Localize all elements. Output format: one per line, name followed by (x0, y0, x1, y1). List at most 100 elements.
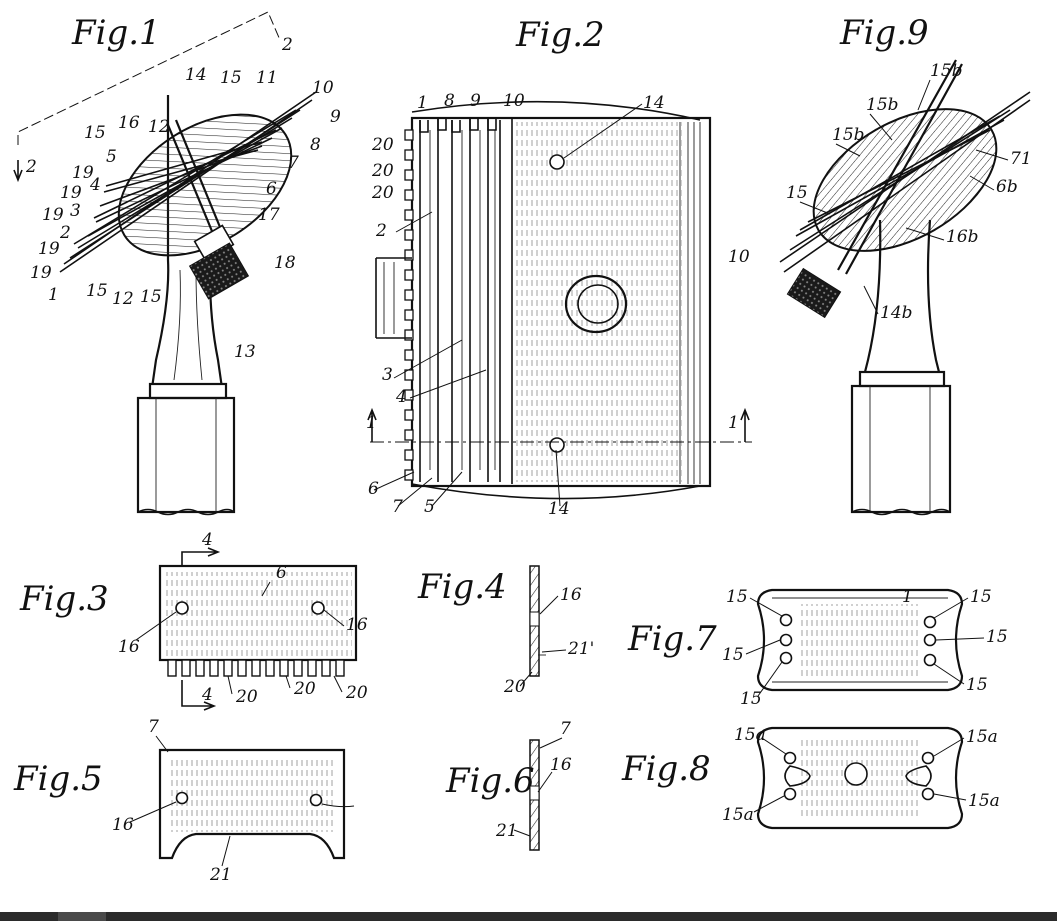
reference-numeral: 17 (258, 205, 280, 225)
fig2-teeth (404, 129, 414, 481)
reference-numeral: 9 (470, 91, 481, 111)
fig7-labels: 15 1 15 15 15 15 15 (722, 587, 1008, 709)
fig1-knob (188, 242, 250, 300)
bottom-bar-tab[interactable] (58, 912, 106, 921)
fig9-labels: 15b 15b 15b 15 71 6b 16b 14b (786, 61, 1032, 323)
fig2-title: Fig.2 (515, 15, 605, 55)
reference-numeral: 7 (392, 497, 403, 517)
reference-numeral: 5 (424, 497, 435, 517)
reference-numeral: 14 (548, 499, 570, 519)
reference-numeral: 19 (42, 205, 64, 225)
reference-numeral: 15 (220, 68, 242, 88)
reference-numeral: 15 (740, 689, 762, 709)
reference-numeral: 1 (728, 413, 739, 433)
reference-numeral: 11 (256, 68, 278, 88)
reference-numeral: 16b (946, 227, 979, 247)
fig1-section-mark: 2 (281, 35, 293, 55)
reference-numeral: 5 (106, 147, 117, 167)
fig7-title: Fig.7 (627, 619, 717, 659)
reference-numeral: 16 (118, 637, 140, 657)
reference-numeral: 19 (30, 263, 52, 283)
fig7-blade (756, 588, 964, 692)
reference-numeral: 18 (274, 253, 296, 273)
reference-numeral: 16 (560, 585, 582, 605)
reference-numeral: 14b (880, 303, 913, 323)
reference-numeral: 15a (722, 805, 754, 825)
reference-numeral: 2 (375, 221, 387, 241)
reference-numeral: 71 (1010, 149, 1032, 169)
reference-numeral: 1 (366, 413, 377, 433)
reference-numeral: 15b (866, 95, 899, 115)
fig8-blade (756, 726, 964, 830)
reference-numeral: 19 (72, 163, 94, 183)
figure-1: Fig.1 2 2 14 15 11 (13, 11, 341, 516)
fig2-body (410, 116, 712, 488)
reference-numeral: 15a (968, 791, 1000, 811)
reference-numeral: 21 (209, 865, 232, 885)
fig8-labels: 15a 15a 15a 15a (722, 725, 1000, 825)
fig9-knob (786, 267, 842, 319)
reference-numeral: 19 (60, 183, 82, 203)
fig3-title: Fig.3 (19, 579, 109, 619)
reference-numeral: 13 (234, 342, 256, 362)
reference-numeral: 6 (368, 479, 379, 499)
figure-5: Fig.5 7 16 21 (13, 717, 355, 885)
reference-numeral: 6b (996, 177, 1018, 197)
figure-9: Fig.9 15b 15b 15b 15 71 6b 16b 14b (779, 13, 1032, 516)
fig1-collar (148, 382, 228, 400)
fig1-title: Fig.1 (71, 13, 161, 53)
reference-numeral: 8 (444, 91, 455, 111)
reference-numeral: 6 (266, 179, 277, 199)
fig5-plate (158, 748, 346, 860)
reference-numeral: 16 (112, 815, 134, 835)
figure-3: Fig.3 4 6 16 16 4 20 20 20 (19, 530, 368, 711)
reference-numeral: 4 (201, 530, 213, 550)
reference-numeral: 7 (148, 717, 159, 737)
reference-numeral: 7 (288, 153, 299, 173)
reference-numeral: 20 (371, 161, 394, 181)
reference-numeral: 15a (734, 725, 766, 745)
reference-numeral: 15 (986, 627, 1008, 647)
figure-6: Fig.6 7 16 21 (445, 719, 572, 851)
reference-numeral: 6 (276, 563, 287, 583)
reference-numeral: 14 (643, 93, 665, 113)
reference-numeral: 20 (371, 135, 394, 155)
fig9-head-section (812, 108, 998, 252)
reference-numeral: 7 (560, 719, 571, 739)
reference-numeral: 9 (330, 107, 341, 127)
reference-numeral: 15 (726, 587, 748, 607)
figure-7: Fig.7 15 1 15 15 15 15 15 (627, 587, 1008, 709)
reference-numeral: 14 (185, 65, 207, 85)
fig2-hole-bottom (549, 437, 565, 453)
reference-numeral: 12 (112, 289, 134, 309)
reference-numeral: 4 (395, 387, 407, 407)
reference-numeral: 15 (966, 675, 988, 695)
reference-numeral: 20 (293, 679, 316, 699)
reference-numeral: 20 (235, 687, 258, 707)
reference-numeral: 15b (930, 61, 963, 81)
reference-numeral: 16 (550, 755, 572, 775)
fig8-center-hole (844, 762, 868, 786)
reference-numeral: 4 (201, 685, 213, 705)
reference-numeral: 1 (48, 285, 59, 305)
reference-numeral: 3 (70, 201, 81, 221)
reference-numeral: 4 (89, 175, 101, 195)
fig6-labels: 7 16 21 (495, 719, 572, 841)
reference-numeral: 20 (345, 683, 368, 703)
reference-numeral: 2 (59, 223, 71, 243)
reference-numeral: 1 (902, 587, 913, 607)
fig9-title: Fig.9 (839, 13, 929, 53)
reference-numeral: 12 (148, 117, 170, 137)
reference-numeral: 15a (966, 727, 998, 747)
reference-numeral: 10 (728, 247, 750, 267)
reference-numeral: 15 (84, 123, 106, 143)
fig3-teeth (167, 659, 345, 677)
fig4-title: Fig.4 (417, 567, 507, 607)
reference-numeral: 1 (417, 93, 428, 113)
reference-numeral: 16 (118, 113, 140, 133)
figure-4: Fig.4 16 21' 20 (417, 565, 594, 697)
fig1-section-left: 2 (25, 157, 37, 177)
bottom-status-bar (0, 912, 1057, 921)
reference-numeral: 21' (567, 639, 594, 659)
